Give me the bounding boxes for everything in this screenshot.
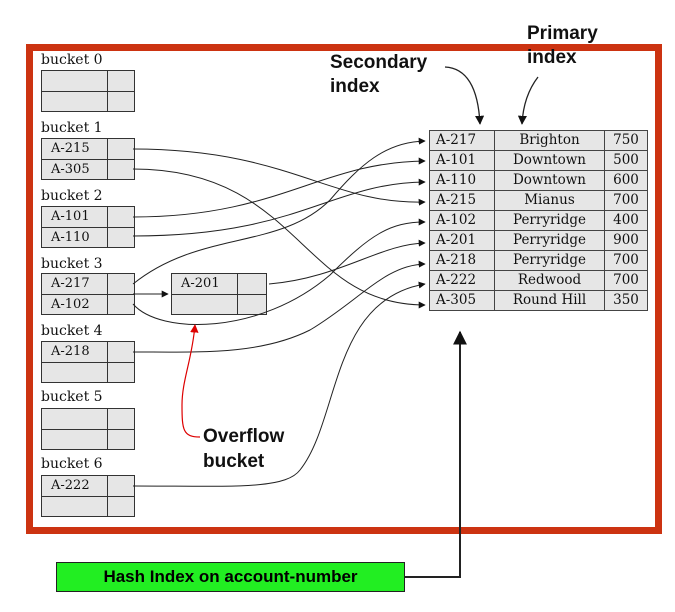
bucket-key: A-222 — [42, 476, 108, 496]
bucket-entry: A-305 — [42, 159, 134, 179]
primary-index-arrow — [517, 76, 539, 125]
secondary-index-arrow — [444, 66, 485, 125]
bucket-key — [42, 430, 108, 449]
balance-cell: 700 — [604, 250, 648, 271]
bucket-entry: A-218 — [42, 342, 134, 362]
hash-index-arrow — [405, 330, 467, 578]
bucket-key — [42, 71, 108, 91]
account-number-cell: A-110 — [429, 170, 495, 191]
bucket-0-label: bucket 0 — [41, 52, 103, 68]
balance-cell: 400 — [604, 210, 648, 231]
bucket-key — [172, 295, 238, 314]
account-number-cell: A-222 — [429, 270, 495, 291]
bucket-entry — [42, 71, 134, 91]
bucket-entry — [42, 496, 134, 516]
branch-name-cell: Perryridge — [494, 230, 605, 251]
overflow-bucket: A-201 — [171, 273, 267, 315]
bucket-0 — [41, 70, 135, 112]
account-number-cell: A-305 — [429, 290, 495, 311]
balance-cell: 350 — [604, 290, 648, 311]
overflow-annotation-arrow — [181, 324, 201, 438]
bucket-entry: A-222 — [42, 476, 134, 496]
account-number-cell: A-215 — [429, 190, 495, 211]
bucket-key: A-110 — [42, 228, 108, 247]
bucket-key: A-217 — [42, 274, 108, 294]
pointer-a217 — [132, 137, 426, 285]
overflow-bucket-label-line2: bucket — [203, 451, 265, 472]
account-number-cell: A-201 — [429, 230, 495, 251]
bucket-entry: A-101 — [42, 207, 134, 227]
bucket-entry: A-215 — [42, 139, 134, 159]
bucket-key: A-305 — [42, 160, 108, 179]
bucket-entry: A-217 — [42, 274, 134, 294]
pointer-a110 — [132, 178, 426, 237]
bucket-key: A-101 — [42, 207, 108, 227]
bucket-5 — [41, 408, 135, 450]
bucket-6: A-222 — [41, 475, 135, 517]
bucket-entry: A-102 — [42, 294, 134, 314]
bucket-entry: A-201 — [172, 274, 266, 294]
primary-index-label-line1: Primary — [527, 23, 598, 44]
bucket-key — [42, 409, 108, 429]
bucket-key — [42, 92, 108, 111]
branch-name-cell: Downtown — [494, 170, 605, 191]
bucket-5-label: bucket 5 — [41, 389, 103, 405]
pointer-a101 — [132, 157, 426, 218]
bucket-3-label: bucket 3 — [41, 256, 103, 272]
bucket-key: A-102 — [42, 295, 108, 314]
pointer-a201 — [268, 239, 426, 285]
bucket-key: A-218 — [42, 342, 108, 362]
bucket-key — [42, 363, 108, 382]
bucket-2: A-101 A-110 — [41, 206, 135, 248]
bucket-3: A-217 A-102 — [41, 273, 135, 315]
pointer-a218 — [132, 260, 426, 353]
pointer-a305 — [132, 168, 426, 309]
branch-name-cell: Downtown — [494, 150, 605, 171]
branch-name-cell: Perryridge — [494, 210, 605, 231]
bucket-key: A-215 — [42, 139, 108, 159]
bucket-key: A-201 — [172, 274, 238, 294]
bucket-1-label: bucket 1 — [41, 120, 103, 136]
primary-index-label-line2: index — [527, 47, 577, 68]
bucket-key — [42, 497, 108, 516]
pointer-a102 — [132, 218, 426, 325]
branch-name-cell: Redwood — [494, 270, 605, 291]
pointer-a215 — [132, 148, 426, 206]
bucket-entry — [42, 362, 134, 382]
secondary-index-label-line2: index — [330, 76, 380, 97]
bucket-4: A-218 — [41, 341, 135, 383]
bucket-1: A-215 A-305 — [41, 138, 135, 180]
index-frame — [26, 44, 662, 534]
pointer-a222 — [132, 281, 426, 487]
bucket-6-label: bucket 6 — [41, 456, 103, 472]
bucket-entry — [172, 294, 266, 314]
account-number-cell: A-102 — [429, 210, 495, 231]
bucket-2-label: bucket 2 — [41, 188, 103, 204]
bucket-entry: A-110 — [42, 227, 134, 247]
bucket-entry — [42, 91, 134, 111]
bucket-entry — [42, 409, 134, 429]
hash-index-label: Hash Index on account-number — [56, 562, 405, 592]
overflow-bucket-label-line1: Overflow — [203, 426, 285, 447]
secondary-index-label-line1: Secondary — [330, 52, 428, 73]
account-number-cell: A-101 — [429, 150, 495, 171]
bucket-4-label: bucket 4 — [41, 323, 103, 339]
bucket-entry — [42, 429, 134, 449]
